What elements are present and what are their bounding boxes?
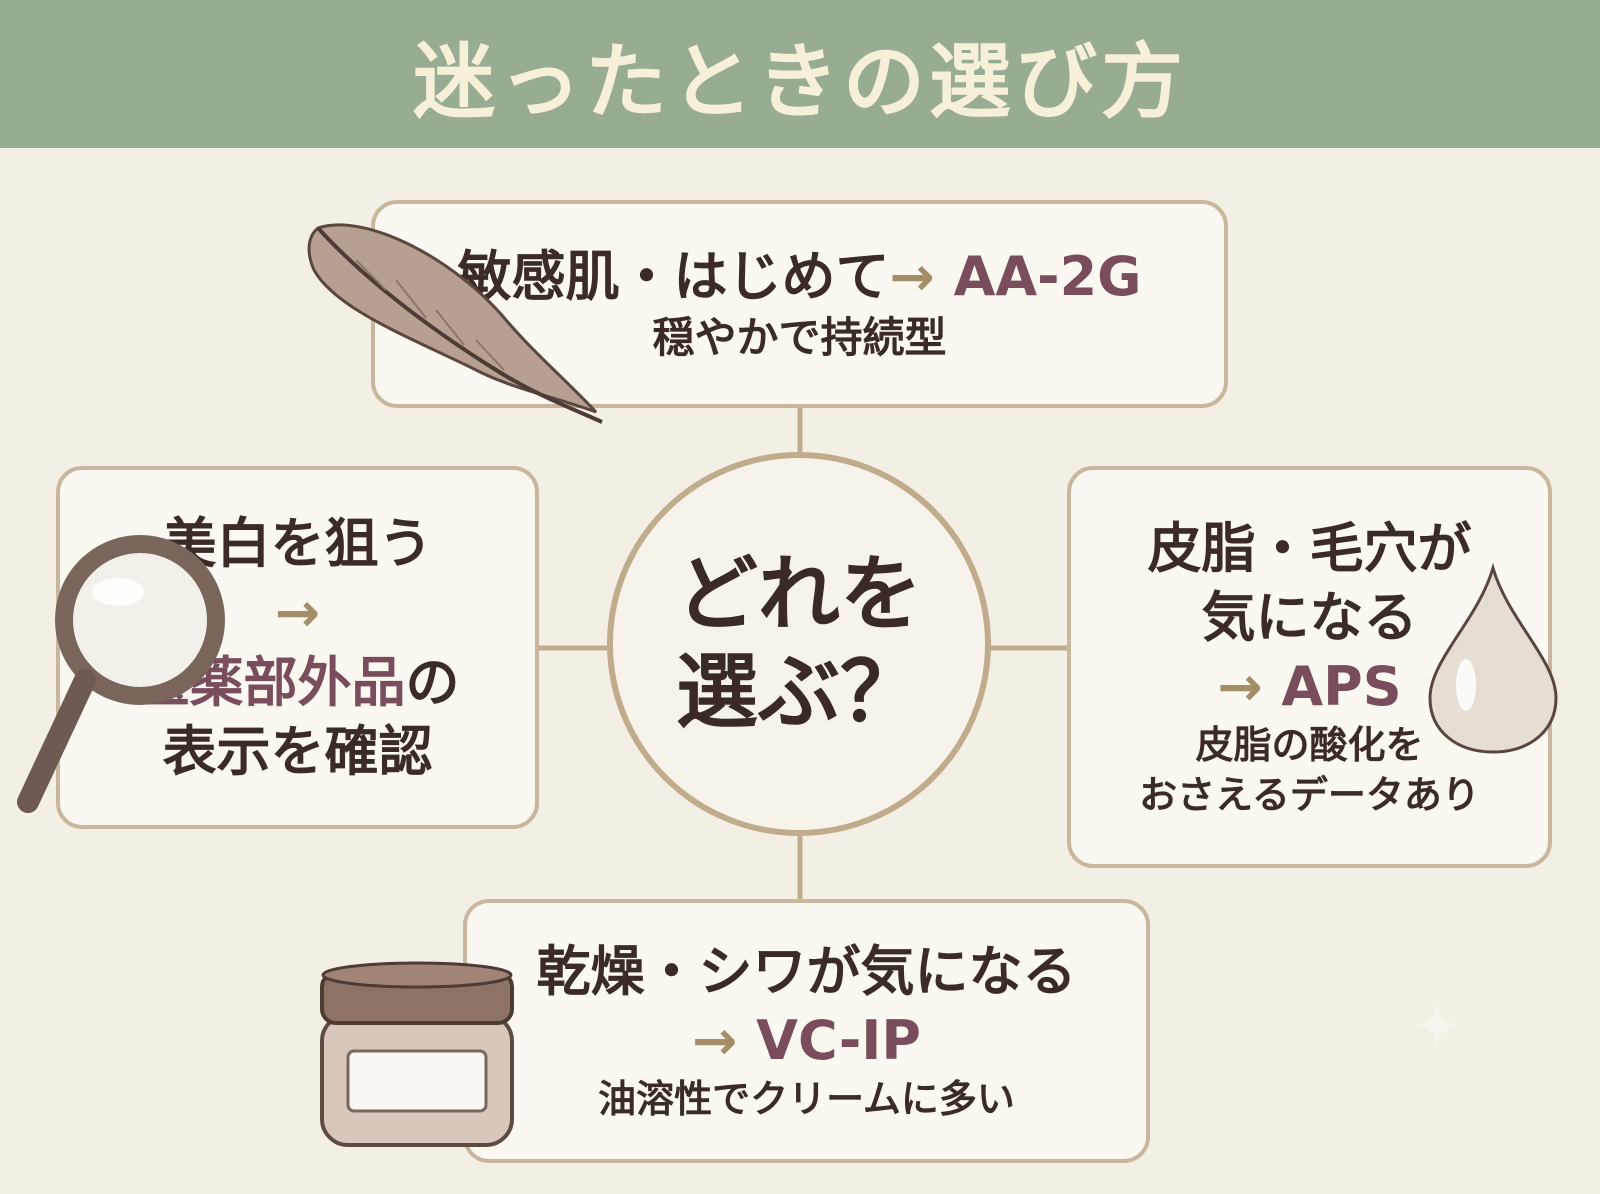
condition-line-2: 気になる <box>1201 586 1418 650</box>
arrow-icon: → <box>889 245 935 309</box>
note-text: 表示を確認 <box>162 719 433 783</box>
note-text: 穏やかで持続型 <box>652 313 947 363</box>
arrow-icon: → <box>692 1009 738 1073</box>
center-question-circle: どれを 選ぶ？ <box>607 452 991 836</box>
condition-text: 敏感肌・はじめて <box>457 245 890 309</box>
center-line-1: どれを <box>675 546 922 642</box>
header-banner: 迷ったときの選び方 <box>0 0 1600 148</box>
condition-text: 乾燥・シワが気になる <box>536 940 1077 1004</box>
magnifying-glass-icon <box>17 535 225 813</box>
box-bottom-product-line: → VC-IP <box>692 1006 921 1075</box>
product-label: AA-2G <box>953 245 1142 309</box>
note-text: 油溶性でクリームに多い <box>598 1077 1015 1122</box>
product-label: VC-IP <box>756 1009 921 1073</box>
page-title: 迷ったときの選び方 <box>412 33 1187 130</box>
sparkle-icon <box>1414 1002 1460 1048</box>
box-dryness-wrinkles: 乾燥・シワが気になる → VC-IP 油溶性でクリームに多い <box>463 899 1150 1163</box>
product-label: APS <box>1281 655 1402 719</box>
condition-text: 美白を狙う <box>162 512 433 576</box>
cream-jar-icon <box>320 961 514 1147</box>
arrow-icon: → <box>274 581 321 645</box>
water-drop-icon <box>1428 562 1558 754</box>
note-line-2: おさえるデータあり <box>1139 772 1480 817</box>
note-line-1: 皮脂の酸化を <box>1195 723 1424 768</box>
center-line-2: 選ぶ？ <box>675 645 922 740</box>
box-sensitive-skin: 敏感肌・はじめて→ AA-2G 穏やかで持続型 <box>371 200 1228 408</box>
particle-text: の <box>405 650 460 714</box>
box-top-headline: 敏感肌・はじめて→ AA-2G <box>458 242 1142 311</box>
box-right-product-line: → APS <box>1217 652 1401 721</box>
feather-icon <box>307 223 603 424</box>
condition-line-1: 皮脂・毛穴が <box>1147 516 1472 580</box>
arrow-icon: → <box>1217 655 1263 719</box>
